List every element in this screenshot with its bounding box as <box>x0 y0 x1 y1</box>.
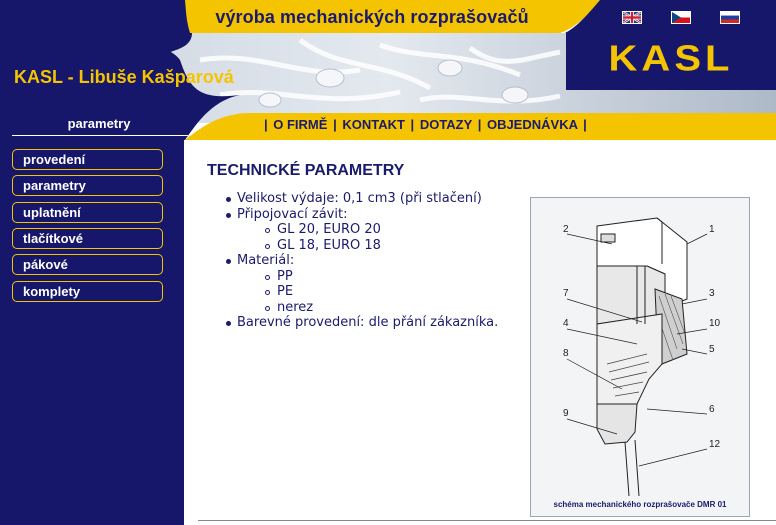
nav-o-firme[interactable]: O FIRMĚ <box>273 117 328 132</box>
callout-6: 6 <box>709 404 715 415</box>
callout-8: 8 <box>563 348 569 359</box>
nav-separator: | <box>410 117 415 132</box>
callout-5: 5 <box>709 344 715 355</box>
callout-3: 3 <box>709 288 715 299</box>
material-option: nerez <box>237 300 527 316</box>
callout-10: 10 <box>709 318 721 329</box>
sidebar-item-komplety[interactable]: komplety <box>12 281 163 302</box>
nav-separator: | <box>583 117 587 132</box>
company-name: KASL - Libuše Kašparová <box>14 67 234 87</box>
param-material-label: Materiál: <box>237 253 295 268</box>
site-tagline: výroba mechanických rozprašovačů <box>215 7 529 27</box>
sidebar-item-tlacitkove[interactable]: tlačítkové <box>12 228 163 249</box>
nav-separator: | <box>333 117 337 132</box>
material-option: PP <box>237 269 527 285</box>
callout-2: 2 <box>563 224 569 235</box>
param-color: Barevné provedení: dle přání zákazníka. <box>207 315 527 331</box>
header-background <box>0 0 776 140</box>
page-title: TECHNICKÉ PARAMETRY <box>207 162 405 179</box>
sidebar-item-pakove[interactable]: pákové <box>12 254 163 275</box>
top-navigation: | O FIRMĚ | KONTAKT | DOTAZY | OBJEDNÁVK… <box>262 117 589 132</box>
nav-dotazy[interactable]: DOTAZY <box>419 117 473 132</box>
russian-flag-icon[interactable] <box>720 11 740 24</box>
sidebar-item-parametry[interactable]: parametry <box>12 175 163 196</box>
nav-separator: | <box>264 117 268 132</box>
thread-option: GL 20, EURO 20 <box>237 222 527 238</box>
sprayer-schematic: 2 1 3 7 10 4 5 8 6 9 12 schéma mechanick… <box>530 197 750 517</box>
callout-4: 4 <box>563 318 569 329</box>
sidebar-title: parametry <box>67 116 131 131</box>
thread-option: GL 18, EURO 18 <box>237 238 527 254</box>
nav-objednavka[interactable]: OBJEDNÁVKA <box>486 117 578 132</box>
callout-12: 12 <box>709 439 721 450</box>
sidebar-item-uplatneni[interactable]: uplatnění <box>12 202 163 223</box>
sidebar-divider <box>12 135 188 136</box>
header: výroba mechanických rozprašovačů KASL - … <box>0 0 776 140</box>
diagram-caption: schéma mechanického rozprašovače DMR 01 <box>553 500 727 509</box>
callout-7: 7 <box>563 288 569 299</box>
sidebar-background <box>0 140 184 525</box>
param-material: Materiál: PP PE nerez <box>207 253 527 315</box>
sidebar-item-provedeni[interactable]: provedení <box>12 149 163 170</box>
bottom-divider <box>198 520 776 521</box>
uk-flag-icon[interactable] <box>622 11 642 24</box>
nav-kontakt[interactable]: KONTAKT <box>342 117 405 132</box>
logo-text: KASL <box>609 39 734 78</box>
param-dose: Velikost výdaje: 0,1 cm3 (při stlačení) <box>207 191 527 207</box>
param-thread-label: Připojovací závit: <box>237 206 348 222</box>
parameter-list: Velikost výdaje: 0,1 cm3 (při stlačení) … <box>207 191 527 331</box>
sprayer-drawing: 2 1 3 7 10 4 5 8 6 9 12 <box>563 217 721 496</box>
nav-separator: | <box>477 117 482 132</box>
callout-1: 1 <box>709 224 715 235</box>
czech-flag-icon[interactable] <box>671 11 691 24</box>
main-content: TECHNICKÉ PARAMETRY Velikost výdaje: 0,1… <box>207 162 527 331</box>
param-thread: Připojovací závit: GL 20, EURO 20 GL 18,… <box>207 207 527 254</box>
sidebar: parametry provedení parametry uplatnění … <box>0 116 188 525</box>
material-option: PE <box>237 284 527 300</box>
kasl-logo: KASL <box>609 39 734 78</box>
callout-9: 9 <box>563 408 569 419</box>
